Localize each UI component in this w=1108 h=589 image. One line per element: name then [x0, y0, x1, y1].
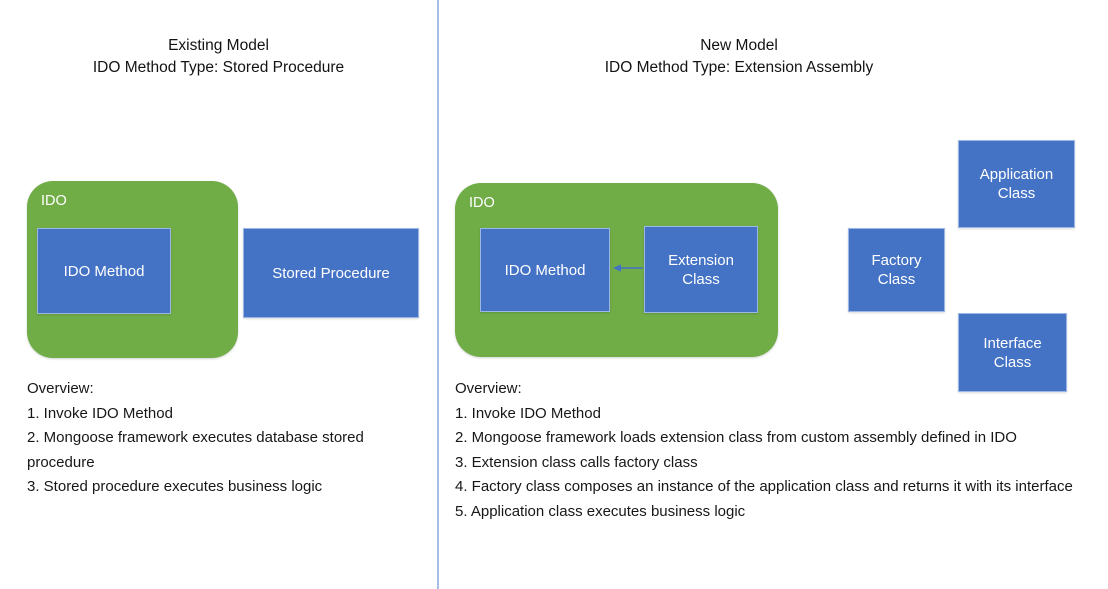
box-extension-class: Extension Class: [644, 226, 758, 313]
overview-new-step-2: 2. Mongoose framework loads extension cl…: [455, 429, 1017, 446]
box-ido-method-new-label: IDO Method: [504, 261, 586, 279]
overview-existing-heading: Overview:: [27, 380, 94, 397]
overview-existing-step-3: 3. Stored procedure executes business lo…: [27, 478, 323, 495]
box-extension-class-label: Extension Class: [668, 251, 734, 288]
panel-existing-model: Existing Model IDO Method Type: Stored P…: [0, 0, 437, 589]
overview-new-step-1: 1. Invoke IDO Method: [455, 404, 601, 422]
new-model-title-line1: New Model: [700, 37, 778, 54]
overview-new-model: Overview: 1. Invoke IDO Method 2. Mongoo…: [455, 377, 1095, 524]
new-model-title-line2: IDO Method Type: Extension Assembly: [604, 59, 874, 76]
box-application-class: Application Class: [958, 140, 1075, 228]
arrow-extension-class-to-ido-method: [613, 264, 643, 272]
overview-existing-model: Overview: 1. Invoke IDO Method 2. Mongoo…: [27, 377, 427, 500]
box-ido-method-new: IDO Method: [480, 228, 610, 312]
ido-container-label-new: IDO: [469, 195, 495, 211]
box-factory-class: Factory Class: [848, 228, 945, 312]
existing-model-title-line1: Existing Model: [168, 37, 269, 54]
ido-container-label-existing: IDO: [41, 193, 67, 209]
box-interface-class: Interface Class: [958, 313, 1067, 392]
box-stored-procedure: Stored Procedure: [243, 228, 419, 318]
existing-model-title-line2: IDO Method Type: Stored Procedure: [92, 59, 345, 76]
overview-new-step-5: 5. Application class executes business l…: [455, 502, 746, 520]
box-application-class-label: Application Class: [979, 166, 1054, 202]
panel-new-model: New Model IDO Method Type: Extension Ass…: [439, 0, 1108, 589]
box-ido-method-existing-label: IDO Method: [63, 262, 145, 280]
box-ido-method-existing: IDO Method: [37, 228, 171, 314]
existing-model-title: Existing Model IDO Method Type: Stored P…: [0, 35, 437, 79]
overview-new-step-3: 3. Extension class calls factory class: [455, 453, 698, 471]
overview-existing-step-1: 1. Invoke IDO Method: [27, 404, 173, 422]
panel-divider: [437, 0, 439, 589]
overview-new-step-4: 4. Factory class composes an instance of…: [455, 478, 1073, 495]
overview-existing-step-2: 2. Mongoose framework executes database …: [27, 429, 364, 471]
box-factory-class-label: Factory Class: [871, 252, 922, 288]
box-stored-procedure-label: Stored Procedure: [272, 264, 390, 282]
box-interface-class-label: Interface Class: [983, 334, 1042, 371]
new-model-title: New Model IDO Method Type: Extension Ass…: [439, 35, 1039, 79]
overview-new-heading: Overview:: [455, 380, 522, 397]
